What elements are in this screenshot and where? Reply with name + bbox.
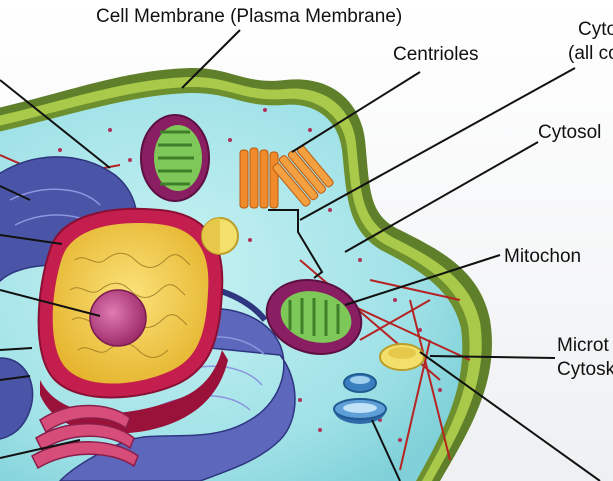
leader-cell-membrane [181,29,241,89]
label-cytosol: Cytosol [538,122,602,143]
leader-lower-right [419,351,601,481]
leader-left-2 [0,185,31,201]
leader-centriole-bracket [268,209,324,279]
leader-microtubules [429,355,556,359]
mitochondrion-right [265,279,363,355]
mitochondrion-top [140,114,210,202]
leader-left-6 [0,375,31,381]
nucleolus [89,289,147,347]
leader-cytoplasm [299,67,576,221]
label-microtubules-line1: Microt [557,335,609,356]
label-cytoplasm-line1: Cyto [578,19,613,40]
leader-left-4 [0,289,101,317]
vesicle [379,343,425,371]
golgi-apparatus [31,404,139,470]
leader-left-1 [0,79,111,169]
leader-centrioles [291,71,421,153]
centrioles [239,145,334,209]
label-cell-membrane: Cell Membrane (Plasma Membrane) [96,6,403,27]
leader-lines [0,29,601,481]
leader-mitochondria [344,254,501,306]
peroxisome [201,217,239,255]
leader-lysosome [371,419,401,481]
label-microtubules-line2: Cytosk [557,359,613,380]
leader-left-7 [0,439,81,459]
label-centrioles: Centrioles [393,44,479,65]
label-cytoplasm-line2: (all co [568,43,613,64]
leader-left-3 [0,234,63,245]
label-mitochondria: Mitochon [504,246,582,267]
leader-cytosol [344,141,539,253]
leader-left-5 [0,347,33,351]
